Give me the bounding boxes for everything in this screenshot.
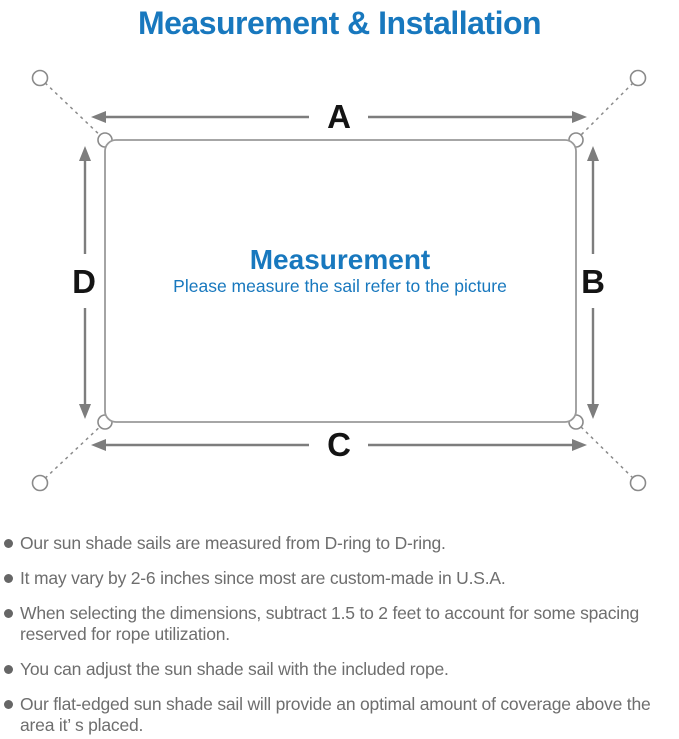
dimension-label-b: B: [581, 263, 605, 300]
note-text: When selecting the dimensions, subtract …: [20, 603, 640, 644]
bullet-icon: [4, 609, 13, 618]
dimension-label-a: A: [327, 98, 351, 135]
bullet-icon: [4, 700, 13, 709]
shade-sail-outline: [104, 139, 577, 423]
bullet-icon: [4, 574, 13, 583]
list-item: Our flat-edged sun shade sail will provi…: [4, 694, 671, 736]
note-text: It may vary by 2-6 inches since most are…: [20, 568, 506, 588]
measurement-diagram: A B C D Measurement Please measure the s…: [31, 69, 647, 492]
rope-dashed-line-bottom-left: [39, 421, 106, 484]
center-title: Measurement: [250, 244, 431, 275]
bullet-icon: [4, 665, 13, 674]
rope-dashed-line-top-left: [39, 77, 106, 141]
notes-list: Our sun shade sails are measured from D-…: [0, 533, 679, 736]
dimension-label-c: C: [327, 426, 351, 463]
anchor-point-icon-bottom-right: [629, 474, 647, 492]
list-item: It may vary by 2-6 inches since most are…: [4, 568, 671, 589]
list-item: You can adjust the sun shade sail with t…: [4, 659, 671, 680]
dimension-arrow-a: [91, 111, 587, 123]
dimension-arrow-c: [91, 439, 587, 451]
anchor-point-icon-top-left: [31, 69, 49, 87]
note-text: Our sun shade sails are measured from D-…: [20, 533, 446, 553]
note-text: You can adjust the sun shade sail with t…: [20, 659, 449, 679]
center-subtitle: Please measure the sail refer to the pic…: [173, 276, 507, 296]
rope-dashed-line-bottom-right: [575, 421, 639, 484]
anchor-point-icon-bottom-left: [31, 474, 49, 492]
dimension-arrow-b: [587, 146, 599, 419]
bullet-icon: [4, 539, 13, 548]
list-item: When selecting the dimensions, subtract …: [4, 603, 671, 645]
page-title: Measurement & Installation: [137, 5, 542, 41]
rope-dashed-line-top-right: [575, 77, 639, 141]
dimension-arrow-d: [79, 146, 91, 419]
list-item: Our sun shade sails are measured from D-…: [4, 533, 671, 554]
dimension-label-d: D: [72, 263, 96, 300]
anchor-point-icon-top-right: [629, 69, 647, 87]
note-text: Our flat-edged sun shade sail will provi…: [20, 694, 651, 735]
